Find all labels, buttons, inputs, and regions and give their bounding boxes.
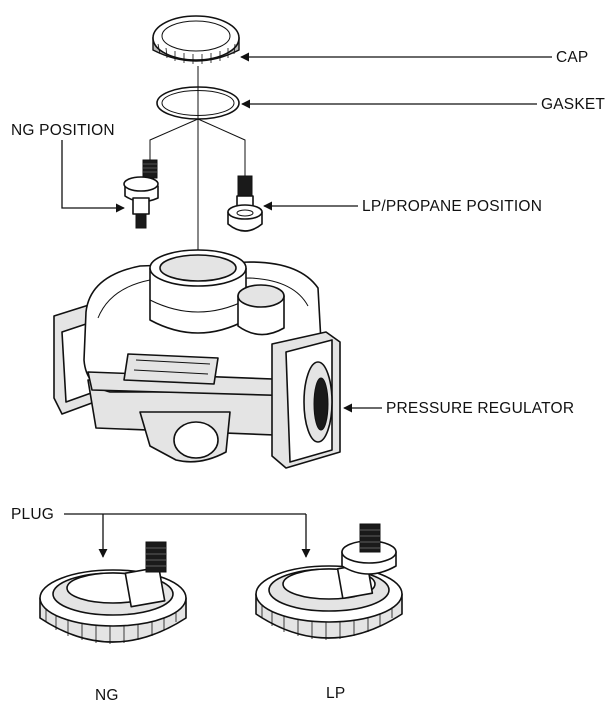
plug-lp-part [255,523,403,640]
plug-label: PLUG [11,506,54,523]
ng-position-leader-line [61,140,125,213]
ng-plug-label: NG [95,687,119,704]
gasket-label: GASKET [541,96,605,113]
pressure-regulator-label: PRESSURE REGULATOR [386,400,574,417]
ng-fitting-part [123,159,159,229]
cap-part [152,15,240,64]
cap-label: CAP [556,49,588,66]
lp-fitting-part [227,175,263,232]
lp-position-label: LP/PROPANE POSITION [362,198,542,215]
lp-fitting-guide-line [197,118,246,176]
ng-position-label: NG POSITION [11,122,115,139]
plug-ng-part [39,541,187,644]
ng-fitting-guide-line [149,118,199,160]
lp-plug-label: LP [326,685,345,702]
regulator-body-part [53,249,341,469]
